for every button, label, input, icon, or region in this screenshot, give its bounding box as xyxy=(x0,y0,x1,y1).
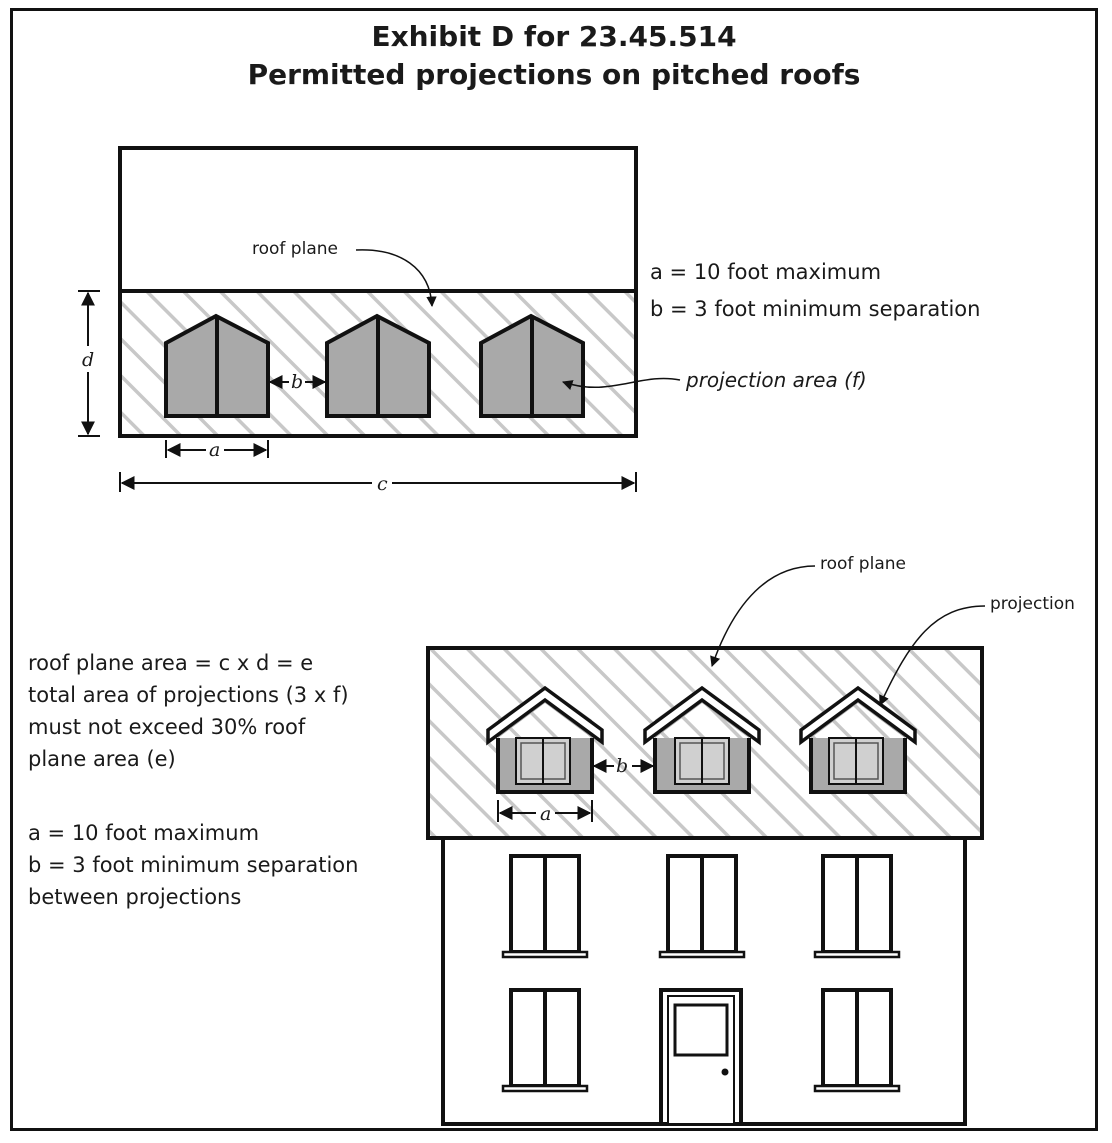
top-dim-d: d xyxy=(82,349,94,371)
door-knob xyxy=(721,1068,729,1076)
top-dim-c: c xyxy=(377,473,388,495)
upper-window-1 xyxy=(501,854,589,959)
house-diagram: b a roof plane projection xyxy=(426,554,1075,1126)
top-roof-diagram: roof plane projection area (f) b a c d a… xyxy=(78,146,980,495)
upper-window-3 xyxy=(813,854,901,959)
top-projection-2 xyxy=(325,313,431,418)
top-upper-roof xyxy=(118,146,638,293)
projection-area-arrow xyxy=(562,377,681,391)
area-notes: roof plane area = c x d = e total area o… xyxy=(28,651,358,909)
title-line-2: Permitted projections on pitched roofs xyxy=(247,58,861,91)
top-dim-a: a xyxy=(209,439,220,461)
house-dim-a: a xyxy=(540,803,551,825)
top-roof-plane-arrow xyxy=(355,249,437,308)
note-line-2: total area of projections (3 x f) xyxy=(28,683,349,707)
note-line-4: plane area (e) xyxy=(28,747,176,771)
front-door xyxy=(659,988,743,1126)
projection-arrow xyxy=(879,605,986,706)
house-dim-b: b xyxy=(616,755,628,777)
dormer-1 xyxy=(486,685,604,794)
top-rule-b: b = 3 foot minimum separation xyxy=(650,297,980,321)
lower-window-1 xyxy=(501,988,589,1093)
upper-window-2 xyxy=(658,854,746,959)
house-roof-plane-label: roof plane xyxy=(820,554,906,574)
exhibit-title: Exhibit D for 23.45.514 Permitted projec… xyxy=(10,18,1098,94)
lower-window-3 xyxy=(813,988,901,1093)
note-line-7: between projections xyxy=(28,885,241,909)
note-line-5: a = 10 foot maximum xyxy=(28,821,259,845)
house-roof-plane-arrow xyxy=(710,565,816,667)
note-line-1: roof plane area = c x d = e xyxy=(28,651,313,675)
top-rule-a: a = 10 foot maximum xyxy=(650,260,881,284)
top-projection-1 xyxy=(164,313,270,418)
projection-area-label: projection area (f) xyxy=(685,368,867,392)
dormer-2 xyxy=(643,685,761,794)
projection-label: projection xyxy=(990,594,1075,614)
top-dim-b: b xyxy=(291,371,303,393)
top-projection-3 xyxy=(479,313,585,418)
note-line-3: must not exceed 30% roof xyxy=(28,715,306,739)
top-roof-plane-label: roof plane xyxy=(252,239,338,259)
note-line-6: b = 3 foot minimum separation xyxy=(28,853,358,877)
title-line-1: Exhibit D for 23.45.514 xyxy=(371,20,737,53)
dormer-3 xyxy=(799,685,917,794)
